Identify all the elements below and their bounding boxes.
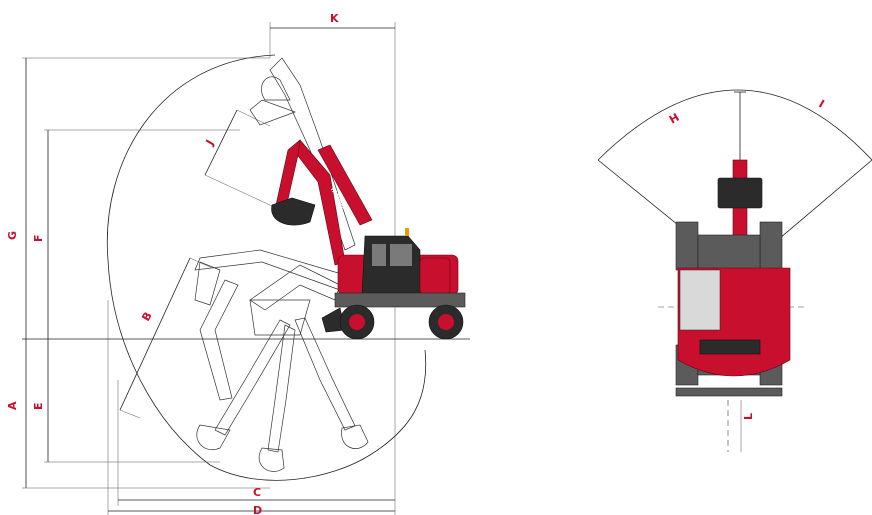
dimension-c: C: [117, 380, 395, 506]
reach-envelope-arc: [106, 54, 427, 481]
label-i: I: [817, 97, 827, 110]
swing-arc: [597, 89, 872, 161]
top-cab: [679, 269, 721, 331]
label-e: E: [32, 402, 45, 410]
label-f: F: [32, 234, 45, 242]
top-view: H I L: [597, 89, 872, 452]
dimension-a: A: [6, 339, 270, 489]
label-c: C: [253, 486, 261, 499]
boom-upper: [317, 144, 373, 226]
side-view: G F A E C D: [6, 12, 470, 515]
excavator-boom-arm: YANMAR: [271, 139, 373, 266]
engine-cover: [419, 257, 451, 295]
label-h: H: [667, 111, 681, 127]
wheels: [339, 304, 464, 340]
label-j: J: [203, 137, 217, 148]
label-l: L: [742, 413, 755, 420]
label-g: G: [6, 231, 19, 240]
dimension-b: B: [119, 257, 213, 419]
front-left-tyre: [675, 221, 699, 271]
front-right-tyre: [759, 221, 783, 271]
label-a: A: [6, 401, 19, 410]
label-d: D: [253, 504, 262, 515]
top-bucket: [717, 177, 763, 209]
label-b: B: [139, 310, 154, 324]
label-k: K: [330, 12, 339, 25]
cab-window-2: [390, 244, 412, 266]
front-wheel-hub: [349, 314, 365, 330]
dimension-g: G: [6, 57, 270, 339]
cab-window: [372, 244, 386, 266]
excavator-body: [321, 228, 466, 333]
rear-wheel-hub: [438, 314, 454, 330]
dimension-e: E: [32, 339, 220, 463]
beacon: [405, 228, 409, 236]
bucket: [271, 197, 316, 226]
dimension-f: F: [32, 129, 240, 339]
top-dozer-blade: [675, 387, 783, 397]
top-engine-grille: [699, 339, 761, 355]
dipper-arm: [275, 139, 301, 209]
chassis: [334, 292, 466, 308]
dimension-d: D: [107, 300, 395, 515]
